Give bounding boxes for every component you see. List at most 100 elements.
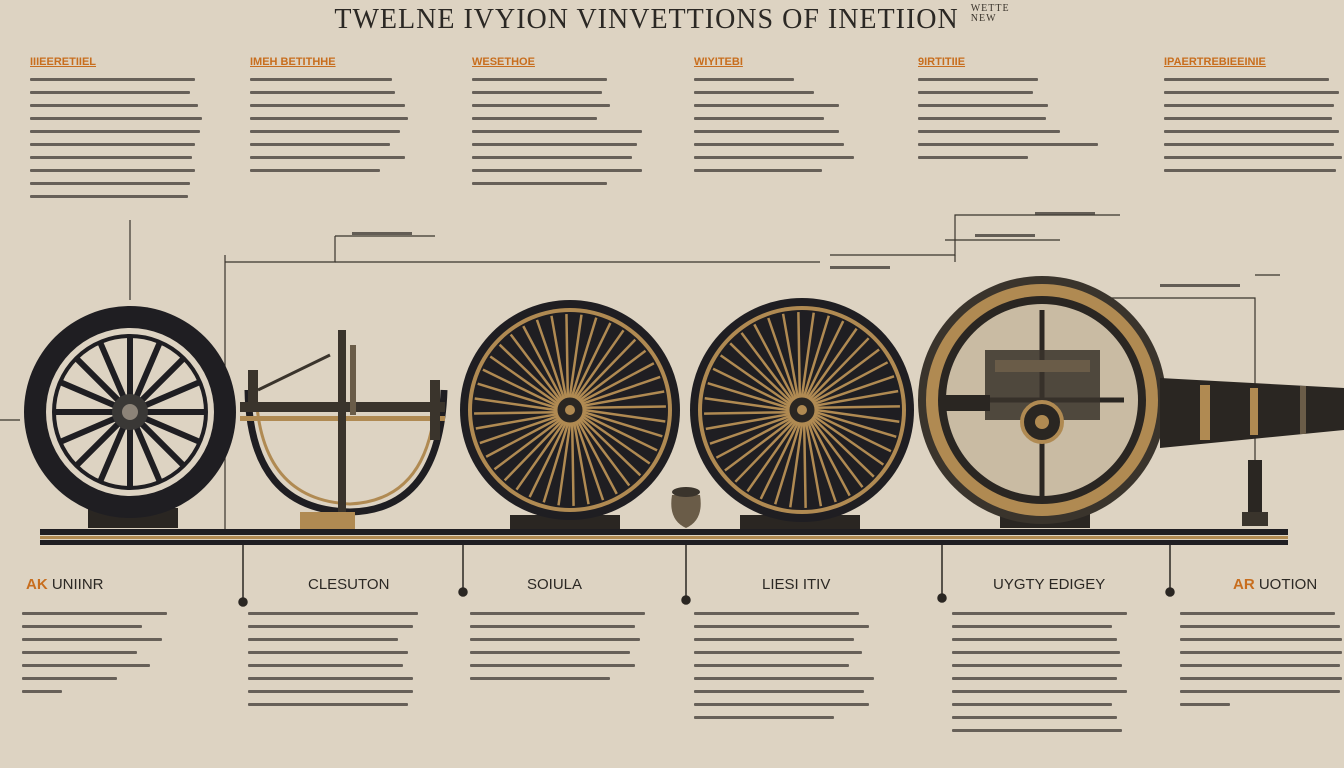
text-line xyxy=(250,117,408,120)
base-rail xyxy=(40,529,1288,545)
spoke xyxy=(498,343,560,403)
spoke xyxy=(773,423,802,505)
spoke xyxy=(814,375,895,405)
label-text: UOTION xyxy=(1258,576,1318,593)
spoke xyxy=(814,413,892,453)
text-line xyxy=(918,130,1060,133)
spoke xyxy=(704,397,789,412)
top-column-6: IPAERTREBIEEINIE xyxy=(1164,56,1342,182)
spoke xyxy=(577,420,618,495)
spoke xyxy=(734,420,795,483)
column-heading: WIYITEBI xyxy=(694,56,743,68)
spoke xyxy=(805,423,823,507)
text-line xyxy=(472,104,610,107)
invention-label-6: AR UOTION xyxy=(1233,576,1317,593)
spoke xyxy=(477,382,557,410)
spoke xyxy=(570,317,598,397)
spoke xyxy=(789,423,804,508)
text-line xyxy=(694,612,859,615)
text-line xyxy=(30,78,195,81)
spoke xyxy=(809,337,870,400)
text-line xyxy=(30,169,195,172)
column-heading: WESETHOE xyxy=(472,56,535,68)
column-text xyxy=(1164,78,1342,172)
spoke xyxy=(582,413,658,452)
spoke xyxy=(542,423,570,503)
text-line xyxy=(472,156,632,159)
leader-captions xyxy=(352,212,1240,287)
text-line xyxy=(694,664,849,667)
label-text: SOIULA xyxy=(527,576,583,593)
text-line xyxy=(694,156,854,159)
spoke xyxy=(815,389,899,407)
text-line xyxy=(30,104,198,107)
text-line xyxy=(248,677,413,680)
spoke xyxy=(579,349,647,402)
text-line xyxy=(250,104,405,107)
text-line xyxy=(694,651,862,654)
spoke xyxy=(712,367,790,407)
spoke xyxy=(805,320,845,398)
text-line xyxy=(952,638,1117,641)
spoke xyxy=(568,314,583,397)
text-line xyxy=(918,91,1033,94)
fan-spokes xyxy=(474,314,666,506)
text-line xyxy=(22,638,162,641)
top-column-5: 9IRTITIIE xyxy=(918,56,1113,169)
vase-icon xyxy=(671,487,701,528)
top-column-2: IMEH BETITHHE xyxy=(250,56,445,182)
spoke xyxy=(781,313,799,397)
text-line xyxy=(248,664,403,667)
text-line xyxy=(470,664,635,667)
spoke xyxy=(807,422,837,503)
bottom-column-4 xyxy=(694,612,874,729)
text-line xyxy=(30,143,195,146)
text-line xyxy=(250,156,405,159)
spoke xyxy=(812,361,889,403)
text-line xyxy=(248,651,408,654)
column-text xyxy=(30,78,225,198)
spoke xyxy=(709,415,790,445)
text-line xyxy=(470,625,635,628)
text-line xyxy=(30,91,190,94)
column-heading: IMEH BETITHHE xyxy=(250,56,336,68)
column-text xyxy=(694,612,874,719)
text-line xyxy=(248,703,408,706)
text-line xyxy=(1180,638,1342,641)
label-text: UNIINR xyxy=(51,576,104,593)
spoke xyxy=(811,348,880,402)
label-text: UYGTY EDIGEY xyxy=(993,576,1106,593)
spoke xyxy=(810,419,864,488)
spoke xyxy=(474,397,557,412)
text-line xyxy=(952,664,1122,667)
spoke xyxy=(474,410,557,415)
text-line xyxy=(472,91,602,94)
text-line xyxy=(694,91,814,94)
column-text xyxy=(248,612,428,706)
text-line xyxy=(694,130,839,133)
text-line xyxy=(248,612,418,615)
spoke xyxy=(557,423,572,506)
label-text: CLESUTON xyxy=(308,576,390,593)
text-line xyxy=(1164,169,1336,172)
text-line xyxy=(1180,664,1340,667)
title-badge: WETTE NEW xyxy=(971,4,1010,24)
spoke xyxy=(797,312,802,397)
text-line xyxy=(1180,625,1340,628)
bottom-column-1 xyxy=(22,612,202,703)
column-heading: IIIEERETIIEL xyxy=(30,56,97,68)
text-line xyxy=(694,690,864,693)
text-line xyxy=(694,104,839,107)
spoke xyxy=(729,342,792,403)
telescope-icon xyxy=(1160,378,1344,526)
spoke xyxy=(479,415,558,445)
astrolabe-engine-icon xyxy=(918,276,1166,528)
spoke xyxy=(570,423,575,506)
text-line xyxy=(1180,677,1342,680)
text-line xyxy=(694,638,854,641)
spoke xyxy=(583,405,666,410)
text-line xyxy=(30,182,190,185)
spoke xyxy=(578,419,631,487)
spoke xyxy=(815,410,897,439)
